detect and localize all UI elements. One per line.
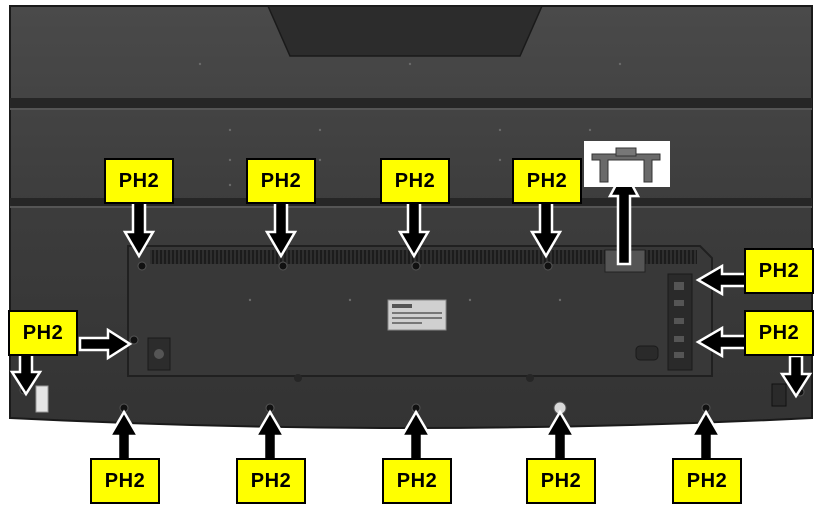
label-right-2: PH2 — [744, 310, 814, 356]
label-bottom-5: PH2 — [672, 458, 742, 504]
label-left: PH2 — [8, 310, 78, 356]
label-top-1: PH2 — [104, 158, 174, 204]
label-bottom-3: PH2 — [382, 458, 452, 504]
label-bottom-2: PH2 — [236, 458, 306, 504]
label-right-1: PH2 — [744, 248, 814, 294]
label-bottom-1: PH2 — [90, 458, 160, 504]
label-bottom-4: PH2 — [526, 458, 596, 504]
surface-dots — [198, 62, 622, 187]
rating-label-icon — [387, 299, 447, 331]
stand-clip-icon — [584, 141, 670, 187]
arrow-icon — [9, 167, 813, 462]
label-top-2: PH2 — [246, 158, 316, 204]
corner-foot-right — [771, 383, 787, 407]
label-top-4: PH2 — [512, 158, 582, 204]
corner-foot-left — [35, 385, 49, 413]
label-top-3: PH2 — [380, 158, 450, 204]
